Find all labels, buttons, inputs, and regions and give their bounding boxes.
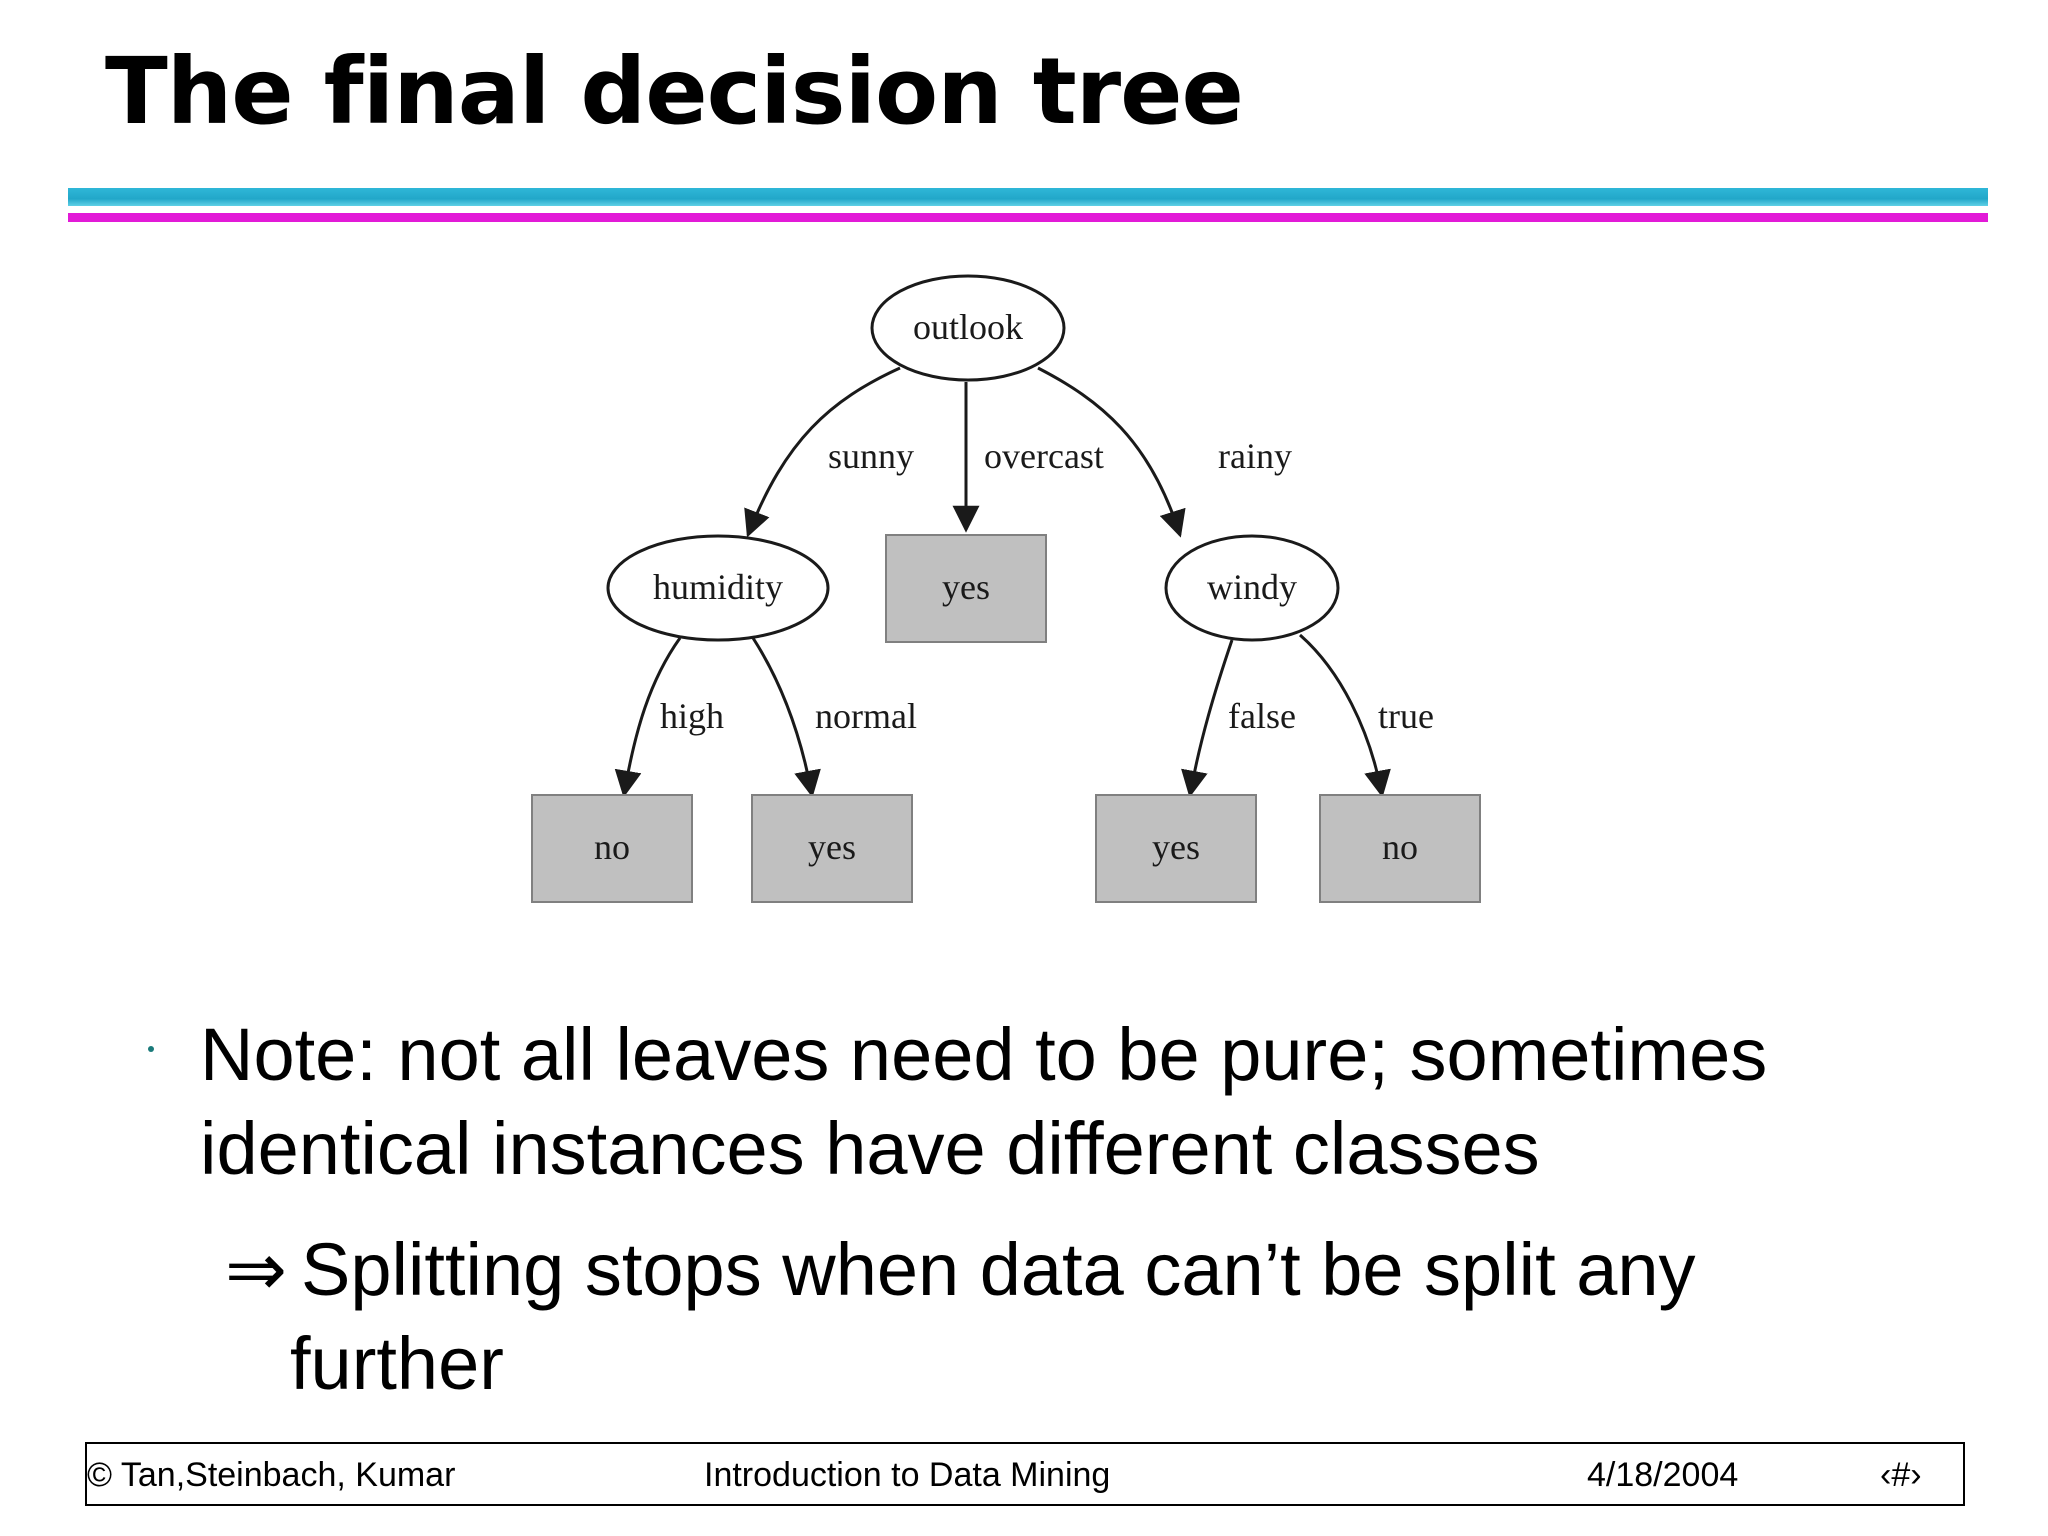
leaf-label: yes xyxy=(808,827,856,867)
edge-label-true: true xyxy=(1378,696,1434,736)
slide-footer: © Tan,Steinbach, Kumar Introduction to D… xyxy=(85,1442,1965,1506)
node-humidity-label: humidity xyxy=(653,567,783,607)
leaf-label: no xyxy=(594,827,630,867)
leaf-overcast-label: yes xyxy=(942,567,990,607)
page-title: The final decision tree xyxy=(105,38,1244,145)
implies-arrow-icon: ⇒ xyxy=(225,1227,288,1313)
footer-date: 4/18/2004 xyxy=(1587,1456,1739,1494)
edge-rainy xyxy=(1037,366,1186,538)
node-windy-label: windy xyxy=(1207,567,1297,607)
leaf-label: no xyxy=(1382,827,1418,867)
node-outlook-label: outlook xyxy=(913,307,1023,347)
edge-label-normal: normal xyxy=(815,696,917,736)
leaf-overcast-yes: yes xyxy=(885,534,1047,643)
leaf-yes-2: yes xyxy=(1095,794,1257,903)
edge-high xyxy=(614,637,682,798)
edge-label-high: high xyxy=(660,696,724,736)
node-humidity: humidity xyxy=(606,534,830,642)
edge-true xyxy=(1299,633,1391,798)
footer-course: Introduction to Data Mining xyxy=(704,1456,1111,1494)
leaf-label: yes xyxy=(1152,827,1200,867)
bullet-marker xyxy=(148,1046,154,1052)
leaf-yes-1: yes xyxy=(751,794,913,903)
decision-tree-diagram: outlook humidity yes windy no yes yes no… xyxy=(531,274,1481,903)
leaf-no-2: no xyxy=(1319,794,1481,903)
footer-page-number: ‹#› xyxy=(1880,1456,1922,1494)
bullet-note: Note: not all leaves need to be pure; so… xyxy=(200,1013,1768,1190)
edge-label-sunny: sunny xyxy=(828,436,914,476)
sub-bullet-continuation: further xyxy=(290,1322,504,1405)
title-rule-cyan xyxy=(68,188,1988,206)
leaf-no-1: no xyxy=(531,794,693,903)
edge-label-overcast: overcast xyxy=(984,436,1104,476)
edge-sunny xyxy=(744,366,901,538)
edge-false xyxy=(1181,639,1234,798)
node-outlook: outlook xyxy=(870,274,1066,382)
title-rule-magenta xyxy=(68,213,1988,222)
node-windy: windy xyxy=(1164,534,1340,642)
edge-normal xyxy=(751,637,821,798)
sub-bullet-text: Splitting stops when data can’t be split… xyxy=(301,1228,1696,1311)
footer-copyright: © Tan,Steinbach, Kumar xyxy=(87,1456,456,1494)
sub-bullet: ⇒Splitting stops when data can’t be spli… xyxy=(225,1223,1696,1317)
edge-label-false: false xyxy=(1228,696,1296,736)
edge-label-rainy: rainy xyxy=(1218,436,1292,476)
